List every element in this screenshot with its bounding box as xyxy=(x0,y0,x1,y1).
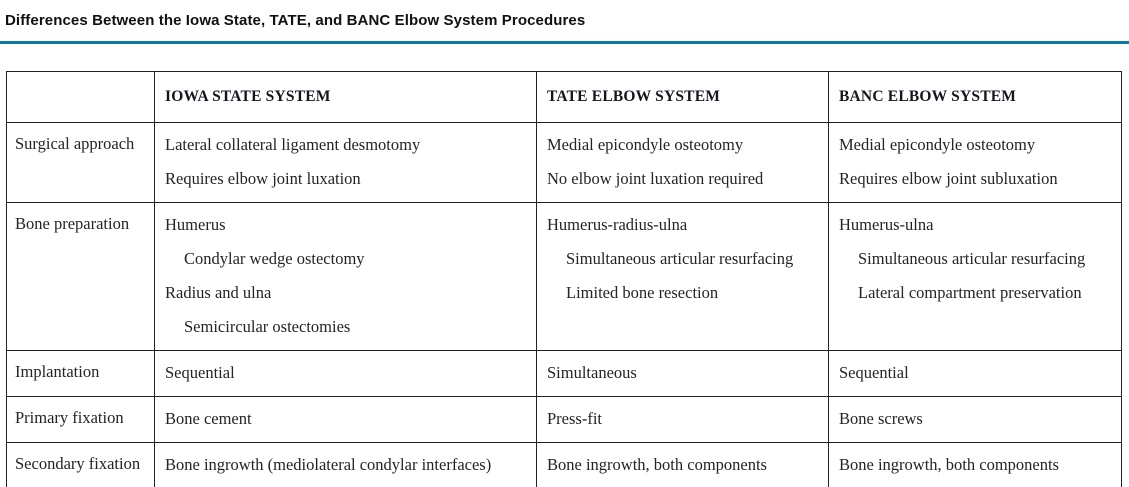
cell-line: Medial epicondyle osteotomy xyxy=(839,135,1036,154)
cell-banc-implantation: Sequential xyxy=(828,350,1122,397)
row-label: Primary fixation xyxy=(6,396,155,443)
row-label: Secondary fixation xyxy=(6,442,155,487)
page-title: Differences Between the Iowa State, TATE… xyxy=(5,12,586,29)
cell-line: Press-fit xyxy=(547,409,602,428)
cell-tate-implantation: Simultaneous xyxy=(536,350,829,397)
row-label: Surgical approach xyxy=(6,122,155,203)
cell-iowa-primary-fixation: Bone cement xyxy=(154,396,537,443)
table-row-secondary-fixation: Secondary fixation Bone ingrowth (mediol… xyxy=(6,442,1122,487)
cell-line-indented: Limited bone resection xyxy=(566,283,719,302)
header-row: IOWA STATE SYSTEM TATE ELBOW SYSTEM BANC… xyxy=(6,71,1122,123)
cell-tate-primary-fixation: Press-fit xyxy=(536,396,829,443)
cell-banc-primary-fixation: Bone screws xyxy=(828,396,1122,443)
cell-line-indented: Lateral compartment preservation xyxy=(858,283,1082,302)
header-iowa-state-system: IOWA STATE SYSTEM xyxy=(154,71,537,123)
cell-line: Requires elbow joint subluxation xyxy=(839,169,1058,188)
table-row-implantation: Implantation Sequential Simultaneous Seq… xyxy=(6,350,1122,397)
cell-line: Bone screws xyxy=(839,409,923,428)
cell-line: Lateral collateral ligament desmotomy xyxy=(165,135,421,154)
cell-banc-bone-preparation: Humerus-ulna Simultaneous articular resu… xyxy=(828,202,1122,351)
header-empty-cell xyxy=(6,71,155,123)
cell-tate-secondary-fixation: Bone ingrowth, both components xyxy=(536,442,829,487)
table-row-bone-preparation: Bone preparation Humerus Condylar wedge … xyxy=(6,202,1122,351)
cell-line: Medial epicondyle osteotomy xyxy=(547,135,744,154)
row-label: Bone preparation xyxy=(6,202,155,351)
cell-line: Bone ingrowth, both components xyxy=(839,455,1059,474)
table-row-surgical-approach: Surgical approach Lateral collateral lig… xyxy=(6,122,1122,203)
cell-line-indented: Simultaneous articular resurfacing xyxy=(566,249,794,268)
cell-iowa-implantation: Sequential xyxy=(154,350,537,397)
cell-line: Bone cement xyxy=(165,409,252,428)
cell-line: Sequential xyxy=(165,363,235,382)
cell-line: Bone ingrowth (mediolateral condylar int… xyxy=(165,455,492,474)
cell-line: No elbow joint luxation required xyxy=(547,169,764,188)
cell-line: Simultaneous xyxy=(547,363,637,382)
cell-line-indented: Semicircular ostectomies xyxy=(184,317,351,336)
cell-line: Radius and ulna xyxy=(165,283,272,302)
cell-line: Sequential xyxy=(839,363,909,382)
cell-line: Humerus xyxy=(165,215,226,234)
cell-line-indented: Simultaneous articular resurfacing xyxy=(858,249,1086,268)
cell-line: Bone ingrowth, both components xyxy=(547,455,767,474)
row-label: Implantation xyxy=(6,350,155,397)
title-divider-rule xyxy=(0,41,1129,44)
cell-iowa-surgical-approach: Lateral collateral ligament desmotomy Re… xyxy=(154,122,537,203)
cell-banc-surgical-approach: Medial epicondyle osteotomy Requires elb… xyxy=(828,122,1122,203)
cell-iowa-secondary-fixation: Bone ingrowth (mediolateral condylar int… xyxy=(154,442,537,487)
cell-banc-secondary-fixation: Bone ingrowth, both components xyxy=(828,442,1122,487)
elbow-systems-comparison-table: IOWA STATE SYSTEM TATE ELBOW SYSTEM BANC… xyxy=(6,71,1122,487)
cell-line-indented: Condylar wedge ostectomy xyxy=(184,249,365,268)
cell-line: Humerus-ulna xyxy=(839,215,934,234)
header-tate-elbow-system: TATE ELBOW SYSTEM xyxy=(536,71,829,123)
cell-tate-bone-preparation: Humerus-radius-ulna Simultaneous articul… xyxy=(536,202,829,351)
cell-tate-surgical-approach: Medial epicondyle osteotomy No elbow joi… xyxy=(536,122,829,203)
cell-iowa-bone-preparation: Humerus Condylar wedge ostectomy Radius … xyxy=(154,202,537,351)
table-row-primary-fixation: Primary fixation Bone cement Press-fit B… xyxy=(6,396,1122,443)
cell-line: Humerus-radius-ulna xyxy=(547,215,688,234)
header-banc-elbow-system: BANC ELBOW SYSTEM xyxy=(828,71,1122,123)
cell-line: Requires elbow joint luxation xyxy=(165,169,361,188)
